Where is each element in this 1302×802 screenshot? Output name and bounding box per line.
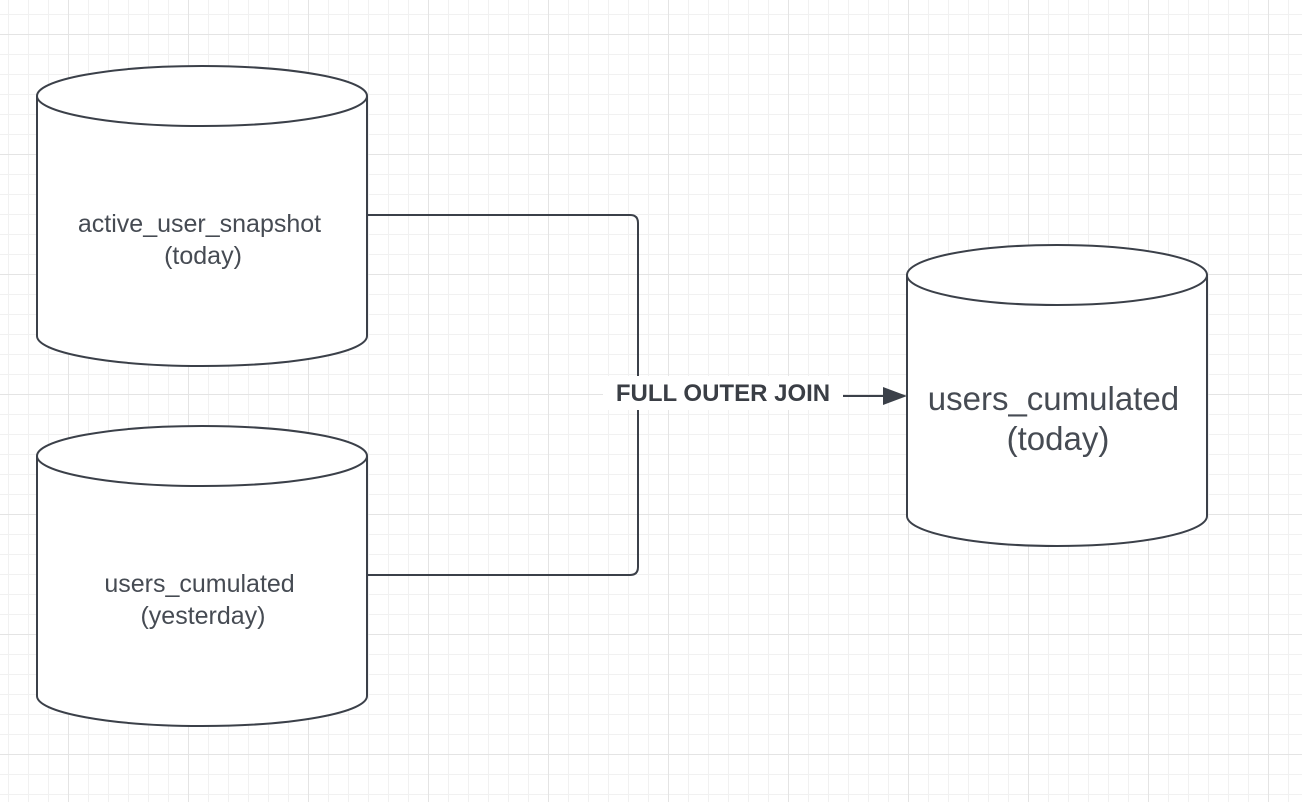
node-label-line1: active_user_snapshot <box>78 210 321 238</box>
node-label-line2: (today) <box>1007 420 1110 457</box>
join-connector[interactable] <box>368 214 639 576</box>
node-label-line1: users_cumulated <box>928 380 1179 417</box>
cylinder-top <box>36 425 368 487</box>
cylinder-body <box>36 456 368 727</box>
cylinder-body <box>906 275 1208 547</box>
join-label-background <box>603 376 843 410</box>
cylinder-body <box>36 96 368 367</box>
node-label: users_cumulated (today) <box>928 380 1188 457</box>
join-label[interactable]: FULL OUTER JOIN <box>616 380 830 407</box>
cylinder-users-cumulated-yesterday[interactable]: users_cumulated (yesterday) <box>36 425 368 727</box>
node-label-line2: (yesterday) <box>140 602 265 630</box>
node-label-line1: users_cumulated <box>104 570 294 598</box>
join-arrowhead <box>883 387 907 405</box>
cylinder-top <box>906 244 1208 306</box>
cylinder-top <box>36 65 368 127</box>
node-label-line2: (today) <box>164 242 242 270</box>
node-label: active_user_snapshot (today) <box>78 210 328 270</box>
cylinder-active-user-snapshot[interactable]: active_user_snapshot (today) <box>36 65 368 367</box>
cylinder-users-cumulated-today[interactable]: users_cumulated (today) <box>906 244 1208 547</box>
node-label: users_cumulated (yesterday) <box>104 570 301 630</box>
